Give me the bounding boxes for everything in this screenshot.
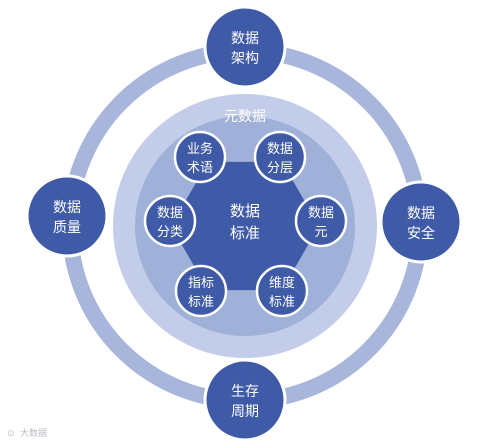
outer-node-security-label-line-2: 安全 [407, 225, 435, 242]
inner-node-dimension-standard-label-line-2: 标准 [269, 295, 295, 310]
inner-node-business-terms-circle [173, 130, 227, 184]
center-label-line-2: 标准 [230, 224, 260, 242]
outer-node-security-circle [379, 180, 463, 264]
inner-node-classification-label-line-2: 分类 [157, 225, 183, 240]
outer-node-quality-label-line-2: 质量 [53, 220, 81, 236]
watermark-text: 大数据 [20, 427, 47, 439]
center-hexagon [171, 161, 319, 291]
outer-node-lifecycle-label-line-2: 周期 [231, 404, 259, 420]
inner-node-dimension-standard-circle [255, 264, 309, 318]
inner-node-business-terms-label-line-2: 术语 [187, 161, 213, 176]
inner-node-dimension-standard-label-line-1: 维度 [269, 275, 295, 291]
inner-node-metadata-element-label-line-1: 数据 [308, 206, 334, 221]
inner-node-metadata-element-circle [294, 194, 348, 248]
outer-node-lifecycle-label-line-1: 生存 [231, 384, 259, 400]
outer-node-architecture-label-line-1: 数据 [231, 31, 259, 47]
center-label-line-1: 数据 [230, 202, 260, 220]
inner-node-layering-label-line-1: 数据 [267, 142, 293, 157]
inner-node-business-terms-label-line-1: 业务 [187, 141, 213, 157]
inner-node-indicator-standard-circle [174, 264, 228, 318]
inner-node-classification-circle [143, 194, 197, 248]
inner-node-metadata-element-label-line-2: 元 [314, 225, 327, 240]
outer-node-architecture-label-line-2: 架构 [231, 51, 259, 67]
outer-node-architecture-circle [203, 5, 287, 89]
inner-node-layering-circle [253, 130, 307, 184]
outer-node-quality-label-line-1: 数据 [53, 200, 81, 216]
watermark-logo: ⊙ [7, 429, 15, 439]
inner-node-indicator-standard-label-line-2: 标准 [188, 295, 214, 310]
inner-node-indicator-standard-label-line-1: 指标 [188, 276, 214, 291]
inner-node-metadata-element: 数据元 [294, 194, 348, 248]
outer-node-quality-circle [25, 174, 109, 258]
band-label: 元数据 [224, 109, 266, 125]
outer-node-lifecycle-circle [203, 358, 287, 442]
outer-node-security-label-line-1: 数据 [407, 206, 435, 222]
inner-node-classification-label-line-1: 数据 [157, 206, 183, 221]
inner-node-layering-label-line-2: 分层 [267, 161, 293, 176]
